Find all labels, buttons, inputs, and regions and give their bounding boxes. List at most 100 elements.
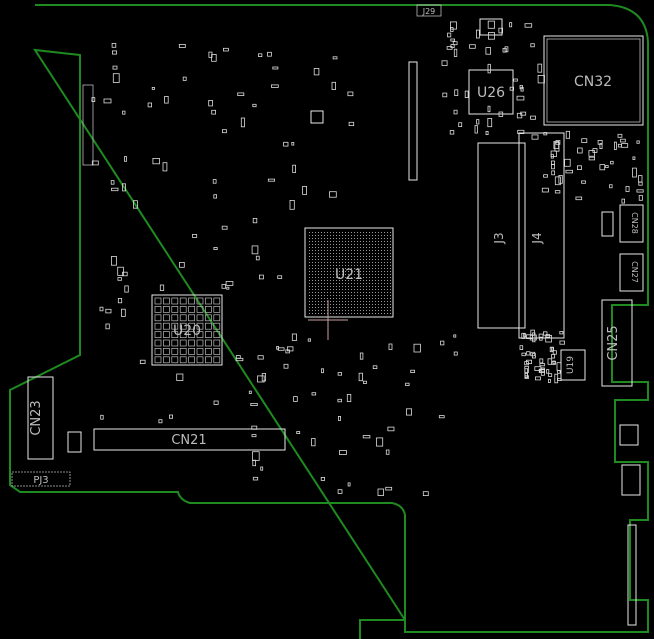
smd-pad	[260, 466, 264, 471]
smd-pad	[581, 138, 588, 143]
smd-pad	[543, 174, 548, 178]
connector-cn32[interactable]: CN32	[543, 35, 644, 126]
smd-pad	[413, 343, 421, 353]
smd-pad	[405, 382, 410, 387]
connector-cn25[interactable]: CN25	[601, 299, 633, 387]
smd-pad	[105, 308, 112, 314]
smd-pad	[410, 369, 415, 374]
smd-pad	[362, 380, 367, 384]
smd-pad	[255, 255, 260, 261]
chip-small	[310, 110, 324, 124]
u21-label: U21	[335, 267, 363, 283]
cn23-label: CN23	[29, 400, 44, 435]
chip-u26[interactable]: U26	[468, 69, 514, 115]
smd-pad	[347, 482, 351, 487]
smd-pad	[632, 167, 637, 178]
connector-cn28[interactable]: CN28	[619, 204, 644, 243]
smd-pad	[520, 86, 524, 92]
connector-left	[82, 84, 94, 166]
smd-pad	[377, 488, 384, 496]
smd-pad	[311, 438, 316, 447]
smd-pad	[111, 43, 117, 48]
smd-pad	[179, 261, 185, 268]
bga-ball-grid	[309, 232, 391, 314]
smd-pad	[291, 141, 295, 146]
smd-pad	[235, 357, 244, 362]
smd-pad	[362, 435, 371, 439]
smd-pad	[178, 44, 186, 48]
smd-pad	[543, 132, 548, 136]
smd-pad	[112, 50, 118, 55]
smd-pad	[592, 148, 598, 153]
dimm-slot-j3[interactable]: J3	[477, 142, 526, 329]
smd-pad	[485, 130, 489, 135]
smd-pad	[225, 281, 234, 286]
smd-pad	[221, 129, 227, 134]
smd-pad	[250, 402, 258, 406]
connector-cn21[interactable]: CN21	[93, 428, 286, 451]
smd-pad	[543, 331, 548, 336]
smd-pad	[124, 156, 127, 162]
smd-pad	[91, 160, 99, 166]
smd-pad	[111, 256, 117, 266]
smd-pad	[539, 363, 546, 367]
chip-u21[interactable]: U21	[304, 227, 394, 340]
u20-label: U20	[173, 323, 201, 339]
smd-pad	[548, 373, 553, 377]
smd-pad	[519, 85, 523, 90]
pj3-label: PJ3	[33, 475, 48, 486]
smd-pad	[213, 246, 218, 250]
smd-pad	[526, 359, 533, 364]
smd-pad	[517, 129, 525, 135]
smd-pad	[235, 355, 241, 359]
connector-cn23[interactable]: CN23	[27, 376, 54, 460]
smd-pad	[588, 156, 595, 161]
smd-pad	[453, 109, 458, 115]
smd-pad	[159, 284, 165, 291]
jumper-pj3[interactable]: PJ3	[11, 471, 71, 487]
smd-pad	[212, 179, 217, 184]
smd-pad	[359, 352, 364, 360]
smd-pad	[337, 372, 343, 376]
connector-cn27[interactable]: CN27	[619, 253, 644, 292]
smd-pad	[151, 87, 155, 90]
smd-pad	[556, 362, 562, 371]
smd-pad	[440, 340, 445, 346]
connector-j29[interactable]: J29	[416, 4, 442, 17]
smd-pad	[555, 140, 561, 145]
smd-pad	[302, 185, 308, 195]
smd-pad	[211, 54, 217, 62]
smd-pad	[557, 370, 561, 374]
cn32-label: CN32	[574, 74, 612, 90]
smd-pad	[117, 277, 122, 281]
cn21-label: CN21	[171, 433, 206, 448]
smd-pad	[372, 365, 378, 369]
smd-pad	[485, 47, 491, 55]
dimm-slot-j4[interactable]: J4	[518, 132, 565, 339]
smd-pad	[292, 164, 297, 173]
chip-small	[67, 431, 82, 453]
smd-pad	[530, 115, 536, 120]
smd-pad	[638, 175, 643, 183]
smd-pad	[320, 476, 326, 481]
smd-pad	[452, 41, 458, 46]
smd-pad	[621, 143, 629, 148]
smd-pad	[547, 358, 553, 365]
chip-u19[interactable]: U19	[560, 349, 586, 381]
smd-pad	[252, 476, 259, 481]
smd-pad	[347, 91, 354, 97]
smd-pad	[358, 372, 364, 382]
smd-pad	[221, 225, 228, 230]
smd-pad	[450, 44, 455, 48]
smd-pad	[537, 63, 543, 73]
smd-pad	[267, 178, 275, 182]
smd-pad	[182, 76, 187, 81]
j29-label: J29	[422, 7, 436, 16]
smd-pad	[487, 105, 491, 113]
chip-u20[interactable]: U20	[151, 294, 223, 366]
smd-pad	[564, 158, 571, 167]
smd-pad	[521, 352, 526, 357]
smd-pad	[132, 200, 138, 209]
smd-pad	[565, 169, 574, 174]
